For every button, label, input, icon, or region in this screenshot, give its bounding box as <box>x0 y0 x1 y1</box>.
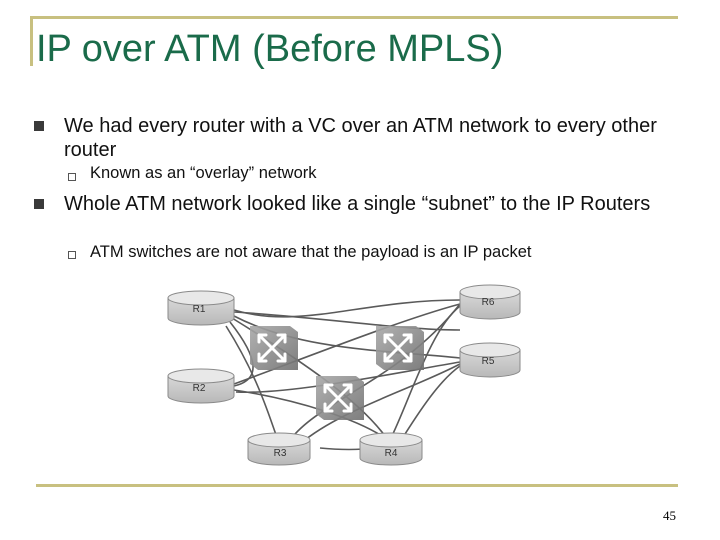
router-label: R6 <box>482 297 495 308</box>
bullet-text-1: We had every router with a VC over an AT… <box>64 115 657 161</box>
router-r3: R3 <box>247 432 311 466</box>
router-label: R3 <box>274 448 287 459</box>
router-r4: R4 <box>359 432 423 466</box>
sub-bullet-text-2: ATM switches are not aware that the payl… <box>90 243 532 261</box>
router-r6: R6 <box>459 284 521 320</box>
sub-bullet-text-1: Known as an “overlay” network <box>90 164 317 182</box>
sub-bullet-icon <box>68 173 76 181</box>
bullet-icon <box>34 121 44 131</box>
router-label: R2 <box>193 383 206 394</box>
router-r2: R2 <box>167 368 235 404</box>
sub-bullet-icon <box>68 251 76 259</box>
router-r5: R5 <box>459 342 521 378</box>
page-title: IP over ATM (Before MPLS) <box>36 28 504 70</box>
left-rule <box>30 16 33 66</box>
router-r1: R1 <box>167 290 235 326</box>
atm-switch-icon <box>316 376 364 420</box>
page-number: 45 <box>663 508 676 523</box>
bullet-icon <box>34 199 44 209</box>
bullet-text-2: Whole ATM network looked like a single “… <box>64 193 651 215</box>
router-label: R5 <box>482 356 495 367</box>
vc-lines <box>225 299 461 451</box>
router-label: R1 <box>193 304 206 315</box>
top-rule <box>30 16 678 19</box>
atm-switch-icon <box>376 326 424 370</box>
router-label: R4 <box>385 448 398 459</box>
atm-switch-icon <box>250 326 298 370</box>
bottom-rule <box>36 484 678 487</box>
